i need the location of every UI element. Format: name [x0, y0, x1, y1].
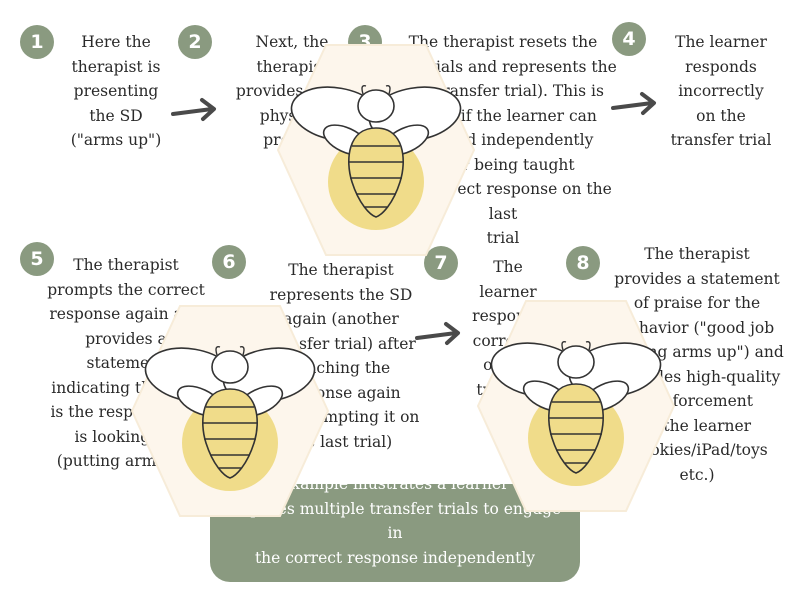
arrow-right-icon: [171, 98, 216, 121]
arrow-right-icon: [611, 92, 656, 115]
step-4-text: The learner responds incorrectly on the …: [670, 33, 772, 149]
bee-icon: [476, 300, 676, 512]
step-1-badge: 1: [20, 25, 54, 59]
bee-icon: [130, 305, 330, 517]
bee-icon: [276, 44, 476, 256]
step-8-badge: 8: [566, 246, 600, 280]
step-6-badge: 6: [212, 245, 246, 279]
step-1-text: Here the therapist is presenting the SD …: [70, 33, 162, 149]
step-7-badge: 7: [424, 246, 458, 280]
step-2-badge: 2: [178, 25, 212, 59]
step-5-badge: 5: [20, 242, 54, 276]
arrow-right-icon: [415, 322, 460, 345]
step-4-badge: 4: [612, 22, 646, 56]
